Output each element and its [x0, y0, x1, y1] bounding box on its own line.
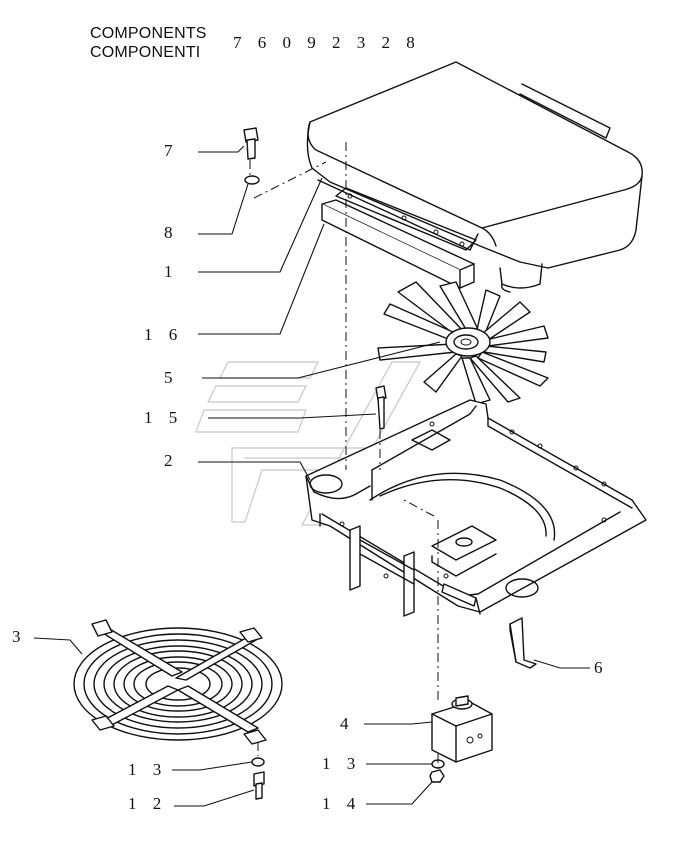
- callout-7: 7: [164, 141, 179, 160]
- radiator-cover-part-1: [306, 61, 643, 293]
- callout-16: 1 6: [144, 325, 184, 344]
- callout-1: 1: [164, 262, 179, 281]
- callout-13-right: 1 3: [322, 754, 362, 773]
- washer-part-8: [244, 175, 260, 185]
- support-frame-part-2: [305, 399, 647, 617]
- bolt-part-15: [375, 385, 387, 430]
- header-title-components: COMPONENTS: [90, 25, 207, 42]
- pump-part-4: [431, 695, 493, 763]
- callout-14: 1 4: [322, 794, 362, 813]
- callout-2: 2: [164, 451, 179, 470]
- callout-6: 6: [594, 658, 609, 677]
- bolt-part-7: [243, 127, 259, 160]
- washer-part-13-left: [251, 757, 265, 767]
- fan-part-5: [377, 281, 549, 405]
- part-number: 7 6 0 9 2 3 2 8: [233, 33, 421, 52]
- callout-3: 3: [12, 627, 27, 646]
- bracket-part-6: [509, 617, 537, 669]
- callout-13-left: 1 3: [128, 760, 168, 779]
- seal-strip-part-16: [321, 199, 475, 289]
- callout-15: 1 5: [144, 408, 184, 427]
- callout-8: 8: [164, 223, 179, 242]
- fan-guard-part-3: [73, 619, 283, 745]
- bolt-part-12: [253, 771, 265, 800]
- header-title-componenti: COMPONENTI: [90, 44, 201, 61]
- leader-lines: [33, 145, 590, 807]
- callout-5: 5: [164, 368, 179, 387]
- nut-part-14: [429, 769, 445, 783]
- callout-4: 4: [340, 714, 355, 733]
- callout-12: 1 2: [128, 794, 168, 813]
